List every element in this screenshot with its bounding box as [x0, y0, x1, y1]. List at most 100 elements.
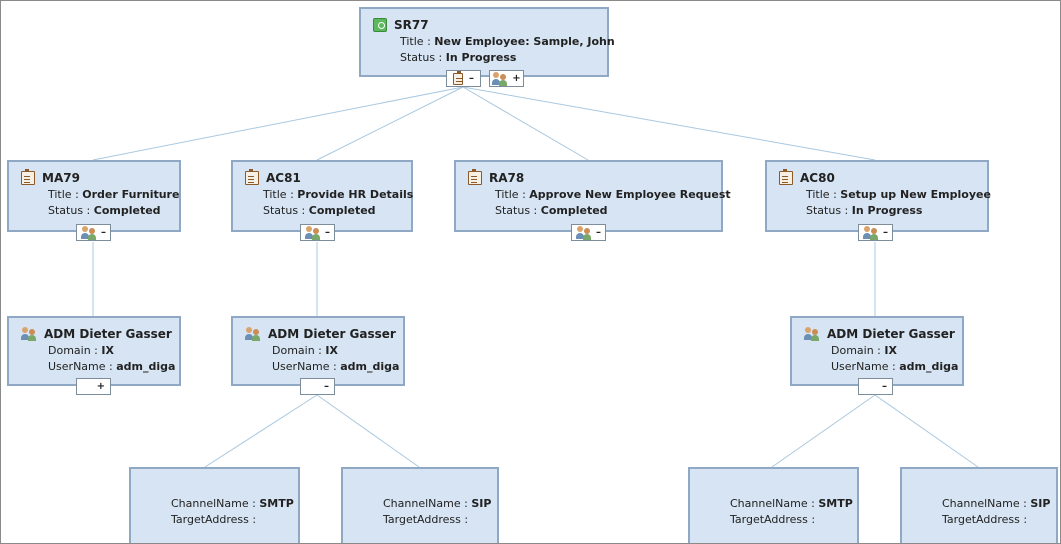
title-label: Title: [400, 35, 424, 48]
channel-row: ChannelName : SMTP: [171, 497, 294, 510]
channel-row: ChannelName : SIP: [942, 497, 1051, 510]
status-row: Status : In Progress: [400, 51, 517, 64]
channel-row: ChannelName : SIP: [383, 497, 492, 510]
domain-value: IX: [884, 344, 897, 357]
persons-collapse-button[interactable]: –: [76, 224, 111, 241]
connector-line: [874, 394, 979, 468]
target-row: TargetAddress :: [383, 513, 469, 526]
status-value: Completed: [540, 204, 608, 217]
target-row: TargetAddress :: [171, 513, 257, 526]
target-label: TargetAddress: [730, 513, 808, 526]
domain-label: Domain: [48, 344, 91, 357]
username-label: UserName: [48, 360, 106, 373]
channel-row: ChannelName : SMTP: [730, 497, 853, 510]
node-id: RA78: [489, 171, 525, 185]
node-header: MA79: [21, 169, 80, 186]
tasks-collapse-button[interactable]: –: [446, 70, 481, 87]
title-value: Provide HR Details: [297, 188, 414, 201]
username-row: UserName : adm_diga: [831, 360, 959, 373]
channel-node[interactable]: ChannelName : SMTP TargetAddress :: [129, 467, 300, 543]
channel-node[interactable]: ChannelName : SMTP TargetAddress :: [688, 467, 859, 543]
target-label: TargetAddress: [383, 513, 461, 526]
node-header: AC80: [779, 169, 835, 186]
status-value: Completed: [93, 204, 161, 217]
target-label: TargetAddress: [942, 513, 1020, 526]
collapse-symbol: –: [324, 380, 329, 392]
target-row: TargetAddress :: [942, 513, 1028, 526]
title-label: Title: [48, 188, 72, 201]
status-label: Status: [400, 51, 436, 64]
channel-label: ChannelName: [171, 497, 249, 510]
node-header: ADM Dieter Gasser: [245, 326, 396, 342]
persons-collapse-button[interactable]: –: [300, 224, 335, 241]
users-icon: [576, 225, 592, 240]
collapse-symbol: –: [325, 226, 330, 238]
person-node[interactable]: ADM Dieter Gasser Domain : IX UserName :…: [7, 316, 181, 386]
username-row: UserName : adm_diga: [272, 360, 400, 373]
service-request-node[interactable]: SR77 Title : New Employee: Sample, John …: [359, 7, 615, 77]
title-label: Title: [806, 188, 830, 201]
task-node[interactable]: MA79 Title : Order Furniture Status : Co…: [7, 160, 181, 232]
domain-row: Domain : IX: [48, 344, 114, 357]
persons-collapse-button[interactable]: –: [571, 224, 606, 241]
collapse-symbol: –: [882, 380, 887, 392]
status-row: Status : Completed: [263, 204, 376, 217]
root-controls: – +: [446, 70, 532, 87]
username-label: UserName: [272, 360, 330, 373]
domain-value: IX: [101, 344, 114, 357]
task-node[interactable]: AC81 Title : Provide HR Details Status :…: [231, 160, 413, 232]
title-value: Order Furniture: [82, 188, 180, 201]
channel-value: SMTP: [818, 497, 853, 510]
title-value: New Employee: Sample, John: [434, 35, 615, 48]
node-header: ADM Dieter Gasser: [804, 326, 955, 342]
node-header: RA78: [468, 169, 525, 186]
person-controls: +: [76, 378, 119, 395]
persons-expand-button[interactable]: +: [489, 70, 524, 87]
domain-label: Domain: [272, 344, 315, 357]
title-row: Title : Approve New Employee Request: [495, 188, 731, 201]
task-controls: –: [76, 224, 119, 241]
task-node[interactable]: RA78 Title : Approve New Employee Reques…: [454, 160, 731, 232]
channel-value: SIP: [1030, 497, 1051, 510]
connector-line: [92, 86, 464, 161]
person-name: ADM Dieter Gasser: [44, 327, 172, 341]
person-node[interactable]: ADM Dieter Gasser Domain : IX UserName :…: [231, 316, 405, 386]
title-row: Title : Provide HR Details: [263, 188, 414, 201]
channels-expand-button[interactable]: +: [76, 378, 111, 395]
title-row: Title : New Employee: Sample, John: [400, 35, 615, 48]
status-label: Status: [806, 204, 842, 217]
channel-node[interactable]: ChannelName : SIP TargetAddress :: [341, 467, 499, 543]
connector-line: [204, 394, 318, 468]
task-node[interactable]: AC80 Title : Setup up New Employee Statu…: [765, 160, 991, 232]
service-request-icon: [373, 18, 387, 32]
task-controls: –: [858, 224, 901, 241]
username-row: UserName : adm_diga: [48, 360, 176, 373]
users-icon: [81, 225, 97, 240]
connector-line: [316, 86, 464, 161]
task-clipboard-icon: [21, 169, 35, 185]
users-icon: [492, 71, 508, 86]
connector-line: [462, 86, 876, 161]
channel-node[interactable]: ChannelName : SIP TargetAddress :: [900, 467, 1058, 543]
node-id: MA79: [42, 171, 80, 185]
username-value: adm_diga: [340, 360, 400, 373]
task-clipboard-icon: [453, 70, 463, 85]
connector-line: [316, 394, 420, 468]
task-clipboard-icon: [245, 169, 259, 185]
title-value: Approve New Employee Request: [529, 188, 731, 201]
channels-collapse-button[interactable]: –: [300, 378, 335, 395]
channel-label: ChannelName: [383, 497, 461, 510]
persons-collapse-button[interactable]: –: [858, 224, 893, 241]
title-row: Title : Order Furniture: [48, 188, 180, 201]
expand-symbol: +: [512, 72, 521, 84]
status-value: Completed: [308, 204, 376, 217]
task-clipboard-icon: [468, 169, 482, 185]
node-id: SR77: [394, 18, 429, 32]
person-node[interactable]: ADM Dieter Gasser Domain : IX UserName :…: [790, 316, 964, 386]
node-id: AC80: [800, 171, 835, 185]
status-label: Status: [263, 204, 299, 217]
users-icon: [305, 225, 321, 240]
channels-collapse-button[interactable]: –: [858, 378, 893, 395]
